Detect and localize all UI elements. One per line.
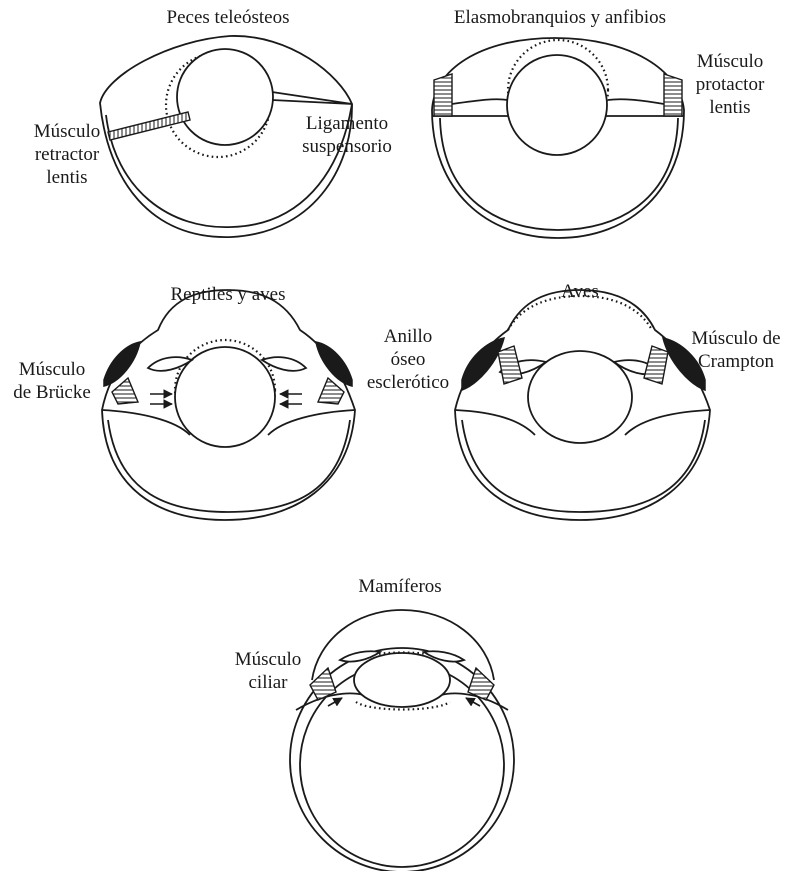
label-ciliary-muscle: Músculo ciliar <box>218 648 318 694</box>
bruckes-muscle-dark-right <box>316 342 352 386</box>
crampton-muscle-left <box>498 346 522 384</box>
crampton-muscle-right <box>644 346 668 384</box>
arrow-mammal-right <box>466 698 480 706</box>
elasmobranch-lens <box>507 55 607 155</box>
bruckes-muscle-right <box>318 378 344 404</box>
label-suspensory-ligament: Ligamento suspensorio <box>292 112 402 158</box>
title-elasmobranchs: Elasmobranquios y anfibios <box>420 6 700 29</box>
protractor-lentis-muscle-left <box>434 74 452 116</box>
retractor-lentis-muscle <box>108 112 190 140</box>
teleost-lens <box>177 49 273 145</box>
bird-eye <box>455 290 710 520</box>
bruckes-muscle-left <box>112 378 138 404</box>
reptile-bird-eye <box>102 290 355 520</box>
label-bruckes-muscle: Músculo de Brücke <box>2 358 102 404</box>
crampton-muscle-dark-left <box>462 338 504 390</box>
title-teleosts: Peces teleósteos <box>128 6 328 29</box>
title-reptiles: Reptiles y aves <box>128 283 328 306</box>
bruckes-muscle-dark-left <box>104 342 140 386</box>
elasmobranch-eye <box>432 38 684 238</box>
label-retractor-lentis: Músculo retractor lentis <box>22 120 112 189</box>
bird-lens <box>528 351 632 443</box>
scleral-ossicle-right <box>262 357 306 371</box>
title-birds: Aves <box>540 280 620 303</box>
mammal-eye <box>290 610 514 871</box>
label-protractor-lentis: Músculo protactor lentis <box>680 50 780 119</box>
mammal-lens <box>354 653 450 707</box>
label-crampton-muscle: Músculo de Crampton <box>680 327 792 373</box>
arrow-mammal-left <box>328 698 342 706</box>
suspensory-ligament <box>272 92 352 104</box>
title-mammals: Mamíferos <box>320 575 480 598</box>
label-scleral-ring: Anillo óseo esclerótico <box>358 325 458 394</box>
